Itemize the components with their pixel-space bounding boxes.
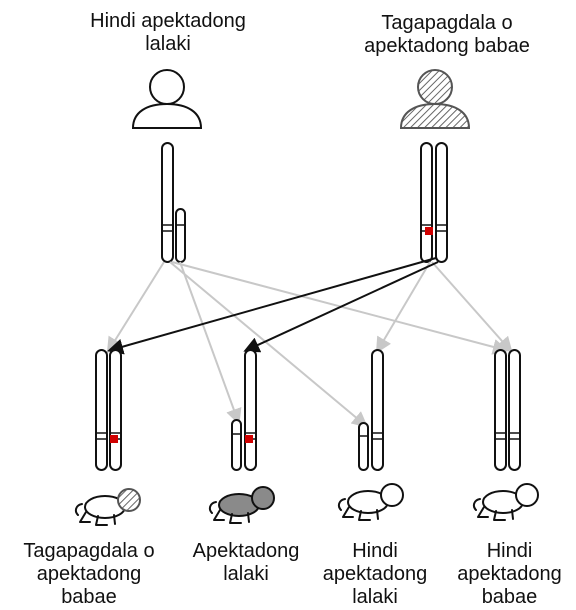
father-y-chromosome [175, 208, 186, 263]
black-mutation-arrows [107, 257, 439, 355]
child-4-label: Hindi apektadong babae [457, 540, 562, 608]
child-3-baby-outline-icon [337, 483, 404, 521]
mutation-marker [110, 435, 118, 443]
child-2-chromosomes [231, 349, 257, 471]
mother-label: Tagapagdala o apektadong babae [364, 12, 530, 57]
father-person-outline-icon [131, 69, 203, 129]
child-2-label: Apektadong lalaki [192, 540, 300, 585]
father-x-chromosome [161, 142, 174, 263]
mother-x-chromosome-mutated [425, 142, 448, 263]
child-3-chromosomes [358, 349, 384, 471]
mother-x-chromosome-normal [420, 142, 433, 263]
mother-person-hatched-icon [399, 69, 471, 129]
child-1-baby-hatched-head-icon [74, 488, 141, 526]
child-3-label: Hindi apektadong lalaki [322, 540, 428, 608]
father-label: Hindi apektadong lalaki [90, 10, 246, 55]
gray-inheritance-arrows [106, 261, 513, 428]
mutation-marker [425, 227, 433, 235]
mutation-marker [245, 435, 253, 443]
child-4-baby-outline-icon [472, 483, 539, 521]
child-2-baby-gray-icon [208, 486, 275, 524]
child-1-chromosomes [95, 349, 122, 471]
child-4-chromosomes [494, 349, 521, 471]
child-1-label: Tagapagdala o apektadong babae [23, 540, 155, 608]
